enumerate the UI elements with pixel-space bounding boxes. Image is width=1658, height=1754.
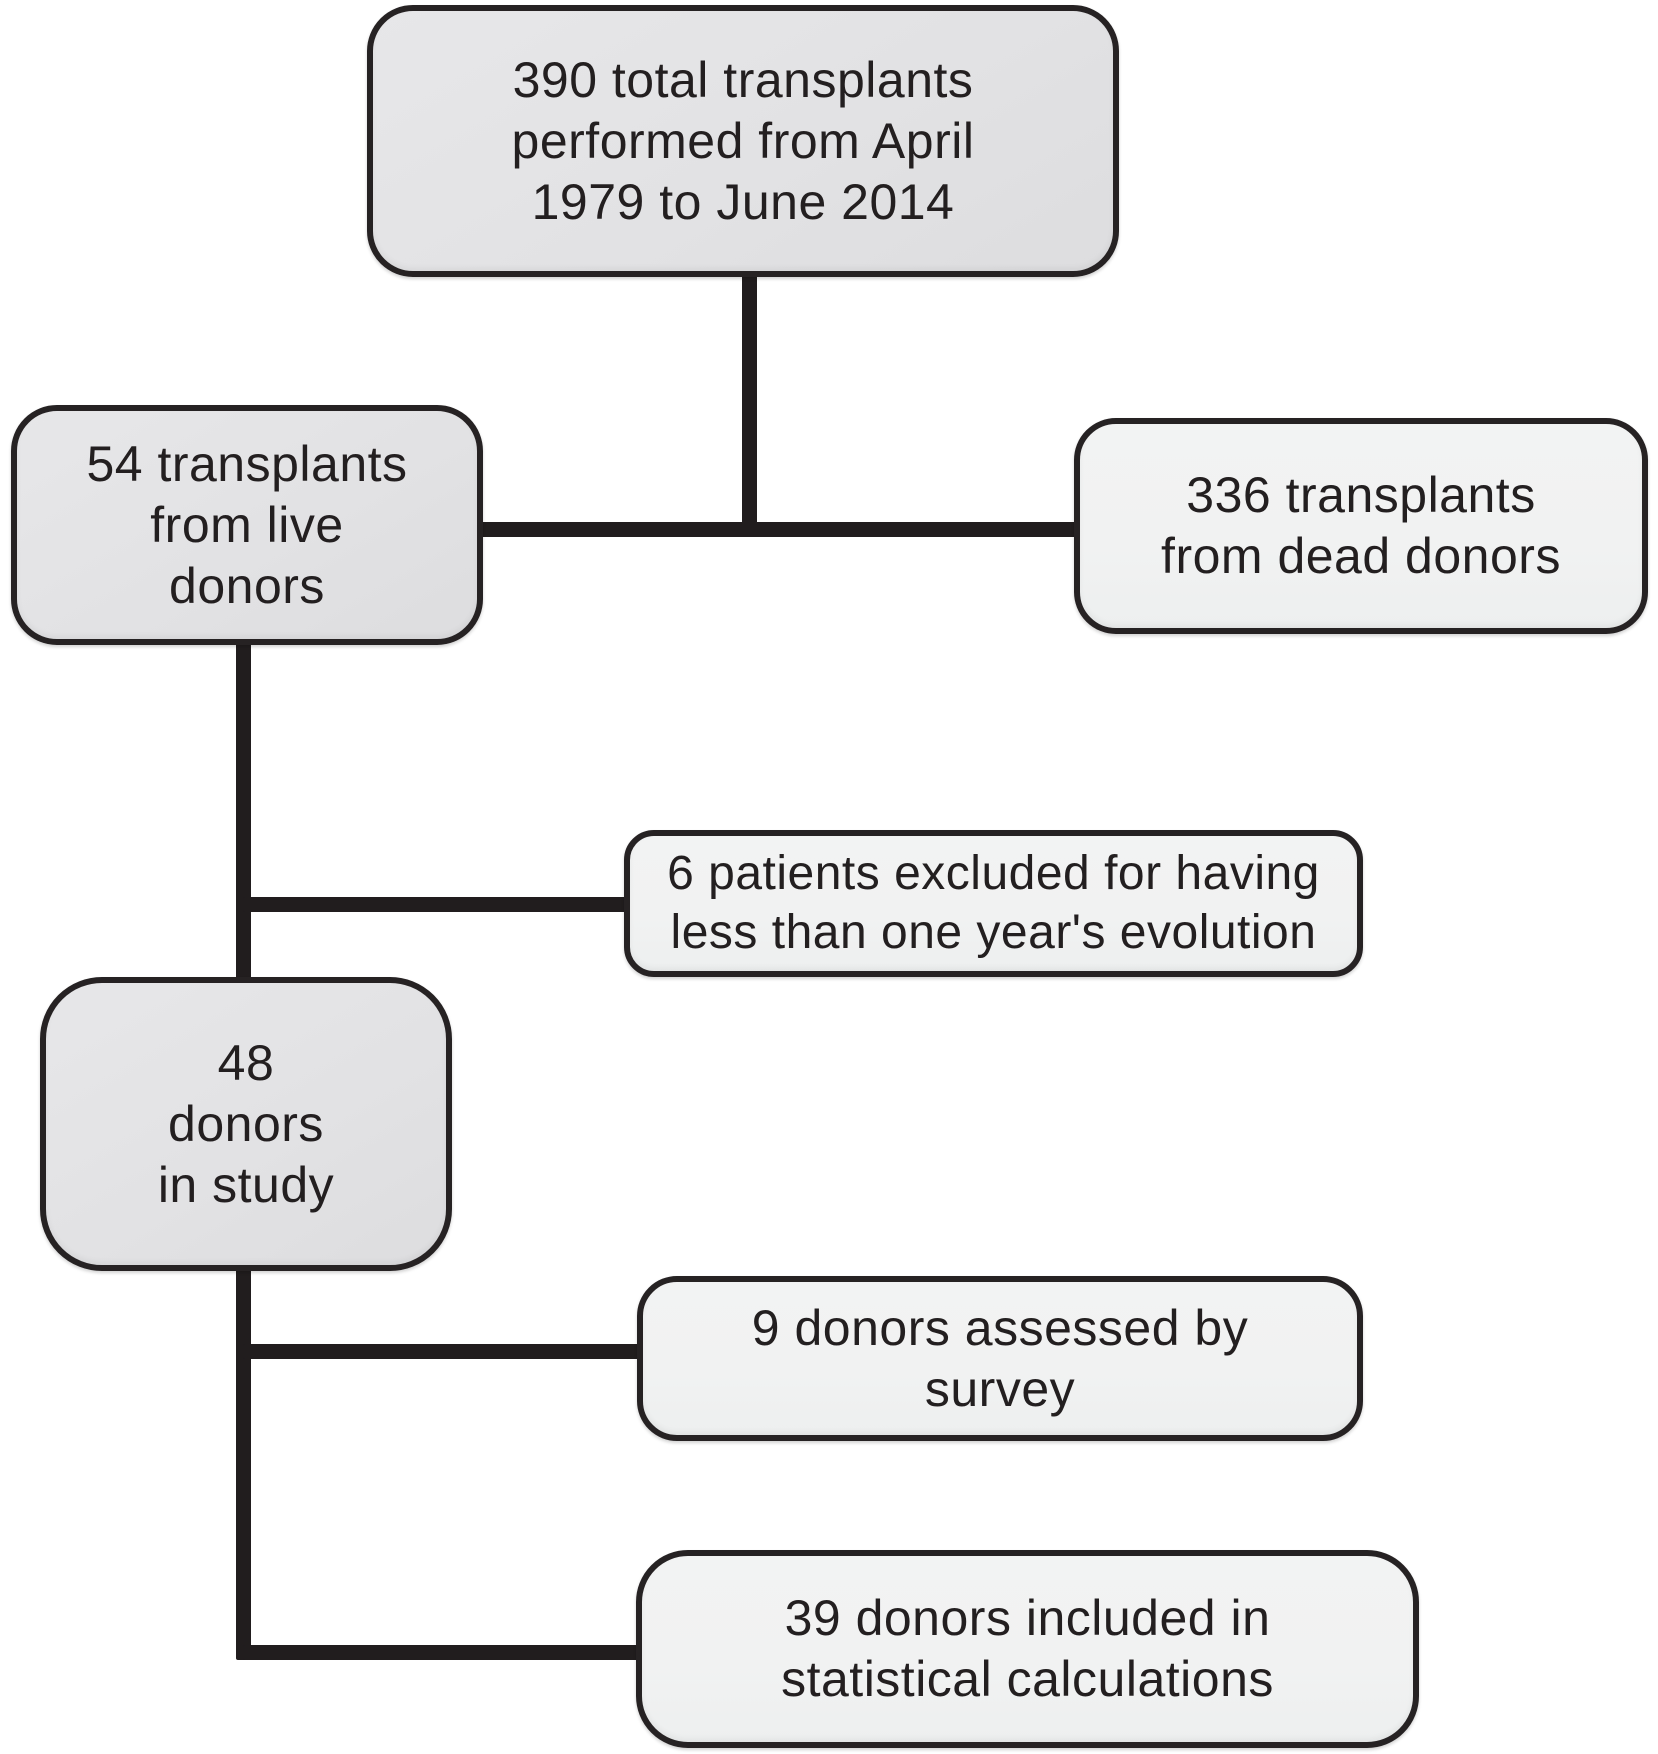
flow-node-label: 54 transplants from live donors xyxy=(86,435,408,614)
flow-node-live-donor-transplants: 54 transplants from live donors xyxy=(11,405,483,645)
flow-node-label: 9 donors assessed by survey xyxy=(751,1299,1249,1417)
flow-node-label: 48 donors in study xyxy=(157,1034,335,1213)
connector-excluded-horizontal xyxy=(243,897,631,912)
connector-total-vertical xyxy=(742,270,757,530)
flow-node-excluded-patients: 6 patients excluded for having less than… xyxy=(624,830,1363,977)
connector-stats-horizontal xyxy=(243,1645,642,1660)
connector-live-to-study-vertical xyxy=(236,640,251,982)
flow-node-total-transplants: 390 total transplants performed from Apr… xyxy=(367,5,1119,277)
connector-survey-horizontal xyxy=(243,1344,643,1359)
flow-node-donors-assessed-by-survey: 9 donors assessed by survey xyxy=(637,1276,1363,1441)
flow-node-donors-in-statistics: 39 donors included in statistical calcul… xyxy=(636,1550,1419,1748)
flow-node-label: 39 donors included in statistical calcul… xyxy=(781,1590,1274,1707)
flow-node-label: 390 total transplants performed from Apr… xyxy=(511,51,975,230)
flow-node-dead-donor-transplants: 336 transplants from dead donors xyxy=(1074,418,1648,634)
connector-live-dead-horizontal xyxy=(470,522,1082,537)
connector-study-branch-vertical xyxy=(236,1266,251,1660)
flow-node-donors-in-study: 48 donors in study xyxy=(40,977,452,1271)
flow-node-label: 336 transplants from dead donors xyxy=(1161,467,1561,584)
flow-node-label: 6 patients excluded for having less than… xyxy=(667,846,1320,959)
